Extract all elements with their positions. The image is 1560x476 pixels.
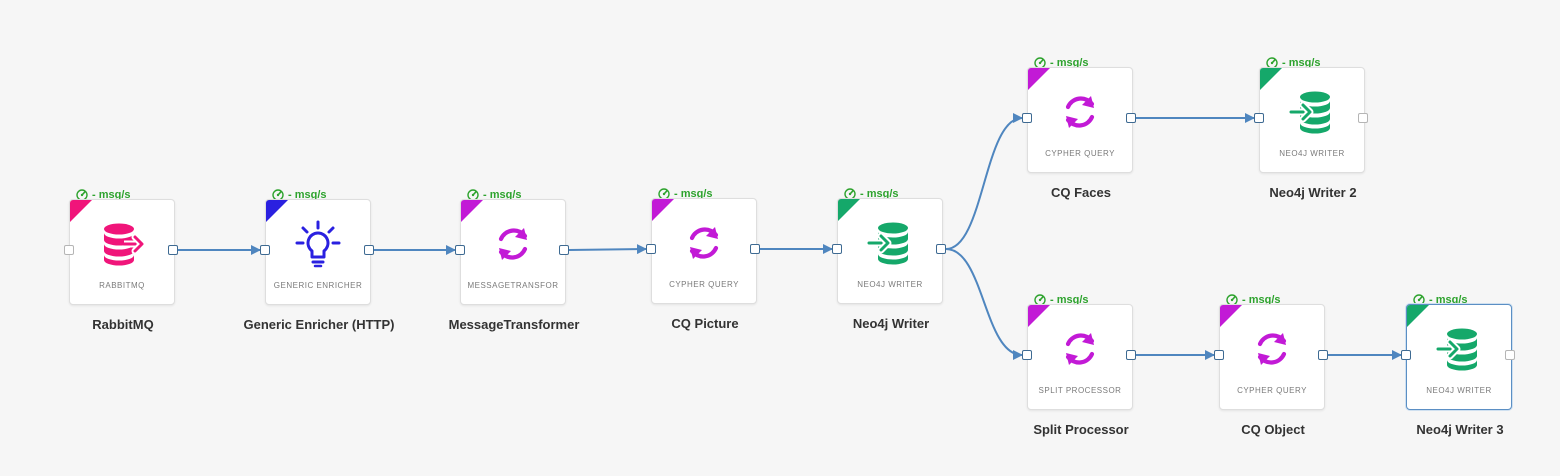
processor-card[interactable]: CYPHER QUERY [651, 198, 757, 304]
edge-transformer-to-cq-picture[interactable] [568, 244, 647, 255]
output-port[interactable] [1126, 113, 1136, 123]
throughput-rate-text: - msg/s [288, 189, 327, 201]
output-port[interactable] [559, 245, 569, 255]
processor-type: CYPHER QUERY [1237, 386, 1307, 395]
output-port[interactable] [1318, 350, 1328, 360]
sync-icon [680, 219, 728, 267]
processor-card[interactable]: SPLIT PROCESSOR [1027, 304, 1133, 410]
sync-icon [1056, 88, 1104, 136]
node-transformer[interactable]: - msg/s MESSAGETRANSFOR MessageTransforme… [426, 187, 602, 347]
node-neo4j-writer-3[interactable]: - msg/s NEO4J WRITER Neo4j Writer 3 [1372, 292, 1548, 452]
throughput-rate-text: - msg/s [674, 188, 713, 200]
output-port[interactable] [936, 244, 946, 254]
input-port[interactable] [1401, 350, 1411, 360]
node-label[interactable]: Neo4j Writer 2 [1269, 185, 1357, 200]
processor-type: NEO4J WRITER [857, 280, 923, 289]
input-port[interactable] [1214, 350, 1224, 360]
sync-icon [489, 220, 537, 268]
category-color-marker [266, 200, 288, 222]
throughput-rate: - msg/s [272, 187, 327, 203]
category-color-marker [1220, 305, 1242, 327]
category-color-marker [1028, 305, 1050, 327]
node-label[interactable]: CQ Object [1241, 422, 1305, 437]
throughput-rate-text: - msg/s [483, 189, 522, 201]
database-icon [1435, 325, 1483, 373]
sync-icon [1056, 325, 1104, 373]
processor-card[interactable]: NEO4J WRITER [1406, 304, 1512, 410]
node-neo4j-writer[interactable]: - msg/s NEO4J WRITER Neo4j Writer [803, 186, 979, 346]
node-label[interactable]: CQ Picture [671, 316, 739, 331]
throughput-rate-text: - msg/s [1050, 57, 1089, 69]
processor-type: NEO4J WRITER [1426, 386, 1492, 395]
node-label[interactable]: Neo4j Writer [852, 316, 930, 331]
throughput-rate-text: - msg/s [1050, 294, 1089, 306]
processor-type: CYPHER QUERY [669, 280, 739, 289]
processor-card[interactable]: GENERIC ENRICHER [265, 199, 371, 305]
processor-type: MESSAGETRANSFOR [467, 281, 559, 290]
node-cq-picture[interactable]: - msg/s CYPHER QUERY CQ Picture [617, 186, 793, 346]
throughput-rate-text: - msg/s [92, 189, 131, 201]
input-port[interactable] [1254, 113, 1264, 123]
output-port[interactable] [1505, 350, 1515, 360]
node-neo4j-writer-2[interactable]: - msg/s NEO4J WRITER Neo4j Writer 2 [1225, 55, 1401, 215]
input-port[interactable] [1022, 350, 1032, 360]
processor-type: SPLIT PROCESSOR [1038, 386, 1122, 395]
node-cq-faces[interactable]: - msg/s CYPHER QUERY CQ Faces [993, 55, 1169, 215]
node-label[interactable]: CQ Faces [1051, 185, 1111, 200]
processor-card[interactable]: NEO4J WRITER [1259, 67, 1365, 173]
edge-neo4j-writer-to-split-processor[interactable] [945, 248, 1023, 360]
processor-card[interactable]: RABBITMQ [69, 199, 175, 305]
node-cq-object[interactable]: - msg/s CYPHER QUERY CQ Object [1185, 292, 1361, 452]
edge-neo4j-writer-to-cq-faces[interactable] [945, 113, 1023, 250]
output-port[interactable] [1358, 113, 1368, 123]
category-color-marker [1260, 68, 1282, 90]
category-color-marker [1028, 68, 1050, 90]
input-port[interactable] [1022, 113, 1032, 123]
sync-icon [1248, 325, 1296, 373]
category-color-marker [838, 199, 860, 221]
processor-type: CYPHER QUERY [1045, 149, 1115, 158]
throughput-rate-text: - msg/s [1282, 57, 1321, 69]
node-enricher[interactable]: - msg/s GENERIC ENRICHER Generic Enricher… [231, 187, 407, 347]
lightbulb-icon [294, 220, 342, 268]
throughput-rate-text: - msg/s [1429, 294, 1468, 306]
output-port[interactable] [750, 244, 760, 254]
processor-type: RABBITMQ [99, 281, 145, 290]
node-rabbitmq[interactable]: - msg/s RABBITMQ RabbitMQ [35, 187, 211, 347]
processor-type: NEO4J WRITER [1279, 149, 1345, 158]
node-label[interactable]: MessageTransformer [448, 317, 580, 332]
input-port[interactable] [832, 244, 842, 254]
processor-card[interactable]: CYPHER QUERY [1219, 304, 1325, 410]
processor-card[interactable]: NEO4J WRITER [837, 198, 943, 304]
throughput-rate: - msg/s [1413, 292, 1468, 308]
input-port[interactable] [260, 245, 270, 255]
input-port[interactable] [455, 245, 465, 255]
rabbitmq-icon [98, 220, 146, 268]
category-color-marker [461, 200, 483, 222]
database-icon [866, 219, 914, 267]
output-port[interactable] [168, 245, 178, 255]
throughput-rate-text: - msg/s [1242, 294, 1281, 306]
processor-card[interactable]: MESSAGETRANSFOR [460, 199, 566, 305]
throughput-rate-text: - msg/s [860, 188, 899, 200]
output-port[interactable] [1126, 350, 1136, 360]
processor-card[interactable]: CYPHER QUERY [1027, 67, 1133, 173]
output-port[interactable] [364, 245, 374, 255]
category-color-marker [652, 199, 674, 221]
node-label[interactable]: Split Processor [1033, 422, 1129, 437]
database-icon [1288, 88, 1336, 136]
node-label[interactable]: RabbitMQ [92, 317, 154, 332]
input-port[interactable] [646, 244, 656, 254]
processor-type: GENERIC ENRICHER [273, 281, 363, 290]
throughput-rate: - msg/s [1034, 55, 1089, 71]
node-label[interactable]: Generic Enricher (HTTP) [243, 317, 395, 332]
category-color-marker [1407, 305, 1429, 327]
node-split-processor[interactable]: - msg/s SPLIT PROCESSOR Split Processor [993, 292, 1169, 452]
node-label[interactable]: Neo4j Writer 3 [1416, 422, 1504, 437]
input-port[interactable] [64, 245, 74, 255]
category-color-marker [70, 200, 92, 222]
